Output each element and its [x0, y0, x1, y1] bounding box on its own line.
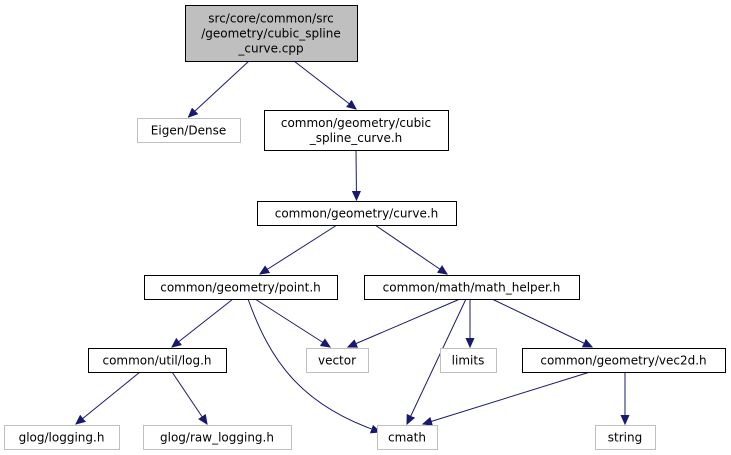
node-cubic_h[interactable]: common/geometry/cubic_spline_curve.h — [264, 110, 449, 151]
node-label-root-line-0: src/core/common/src — [208, 12, 333, 26]
node-box-cubic_h — [264, 110, 449, 151]
node-box-limits — [440, 348, 497, 373]
edges-layer — [76, 60, 625, 432]
edge-point_h-to-log_h — [172, 298, 234, 347]
node-box-cmath — [377, 425, 438, 450]
edge-point_h-to-cmath — [247, 298, 380, 432]
node-string: string — [595, 425, 656, 450]
edge-root-to-eigen — [189, 60, 250, 117]
edge-log_h-to-glog_raw — [171, 371, 207, 424]
edge-vec2d_h-to-cmath — [423, 371, 591, 424]
edge-math_h-to-vector — [348, 298, 461, 347]
node-label-vector-line-0: vector — [318, 354, 356, 368]
edge-math_h-to-vec2d_h — [491, 298, 592, 347]
node-label-log_h-line-0: common/util/log.h — [102, 354, 211, 368]
node-box-curve_h — [257, 201, 457, 226]
node-curve_h[interactable]: common/geometry/curve.h — [257, 201, 457, 226]
node-point_h[interactable]: common/geometry/point.h — [144, 275, 338, 300]
node-glog_raw: glog/raw_logging.h — [143, 425, 292, 450]
edge-curve_h-to-point_h — [260, 224, 338, 274]
node-root[interactable]: src/core/common/src/geometry/cubic_splin… — [185, 5, 358, 62]
node-label-glog_logging-line-0: glog/logging.h — [19, 431, 105, 445]
edge-point_h-to-vector — [254, 298, 330, 347]
node-vec2d_h[interactable]: common/geometry/vec2d.h — [522, 348, 726, 373]
node-label-eigen-line-0: Eigen/Dense — [151, 124, 226, 138]
node-label-vec2d_h-line-0: common/geometry/vec2d.h — [540, 354, 706, 368]
node-box-math_h — [364, 275, 580, 300]
node-label-cmath-line-0: cmath — [388, 431, 426, 445]
node-label-string-line-0: string — [608, 431, 642, 445]
node-box-glog_raw — [143, 425, 292, 450]
node-label-point_h-line-0: common/geometry/point.h — [160, 281, 321, 295]
node-label-curve_h-line-0: common/geometry/curve.h — [275, 207, 439, 221]
node-label-cubic_h-line-1: _spline_curve.h — [309, 131, 403, 145]
node-math_h[interactable]: common/math/math_helper.h — [364, 275, 580, 300]
edge-log_h-to-glog_logging — [76, 371, 141, 424]
node-label-cubic_h-line-0: common/geometry/cubic — [281, 116, 431, 130]
node-box-root — [185, 5, 358, 62]
node-box-log_h — [88, 348, 227, 373]
node-glog_logging: glog/logging.h — [4, 425, 120, 450]
node-label-root-line-2: _curve.cpp — [237, 42, 303, 56]
node-box-eigen — [137, 118, 241, 143]
edge-cubic_h-to-curve_h — [356, 149, 357, 200]
node-box-string — [595, 425, 656, 450]
node-vector: vector — [306, 348, 369, 373]
edge-root-to-cubic_h — [293, 60, 356, 109]
node-limits: limits — [440, 348, 497, 373]
node-box-vector — [306, 348, 369, 373]
node-label-math_h-line-0: common/math/math_helper.h — [383, 281, 561, 295]
node-label-limits-line-0: limits — [452, 354, 485, 368]
node-log_h[interactable]: common/util/log.h — [88, 348, 227, 373]
node-label-root-line-1: /geometry/cubic_spline — [201, 27, 341, 41]
node-label-glog_raw-line-0: glog/raw_logging.h — [160, 431, 274, 445]
node-box-glog_logging — [4, 425, 120, 450]
edge-math_h-to-cmath — [407, 298, 467, 424]
edge-curve_h-to-math_h — [374, 224, 447, 274]
nodes-layer: src/core/common/src/geometry/cubic_splin… — [4, 5, 726, 450]
node-eigen: Eigen/Dense — [137, 118, 241, 143]
node-box-vec2d_h — [522, 348, 726, 373]
node-box-point_h — [144, 275, 338, 300]
node-cmath: cmath — [377, 425, 438, 450]
